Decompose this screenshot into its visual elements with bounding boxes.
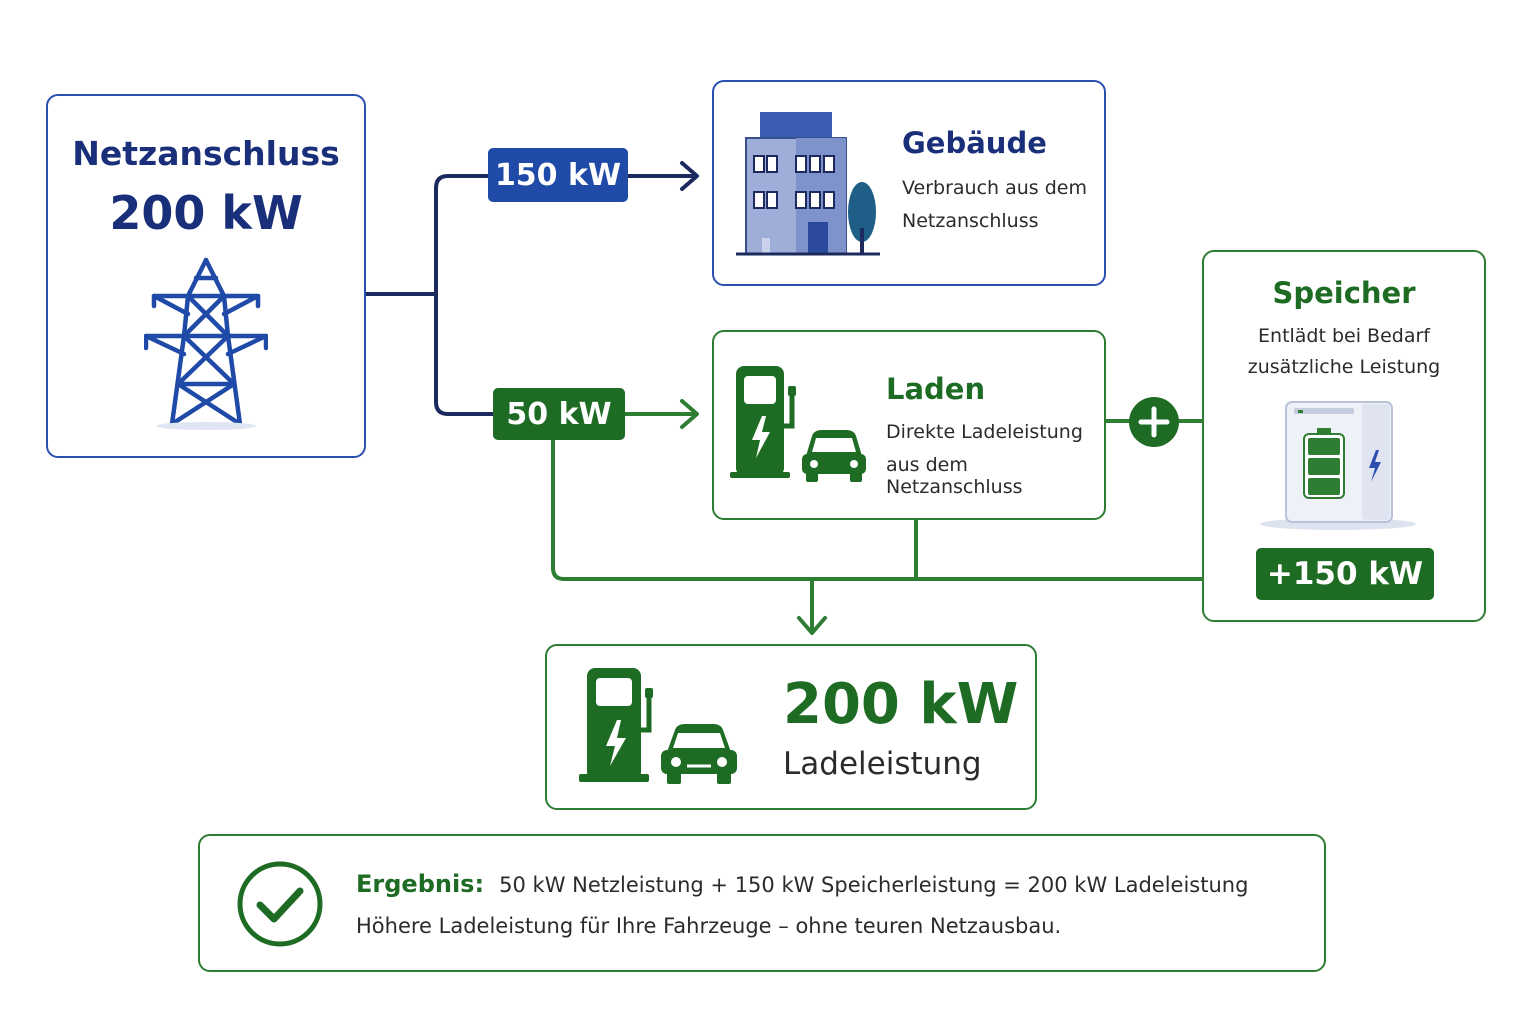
storage-card: Speicher Entlädt bei Bedarf zusätzliche … xyxy=(1202,250,1486,622)
plus-icon xyxy=(1129,397,1179,447)
check-circle-icon xyxy=(237,861,323,947)
total-value: 200 kW xyxy=(783,672,1019,737)
building-desc-line1: Verbrauch aus dem xyxy=(902,177,1087,199)
grid-connection-card: Netzanschluss 200 kW xyxy=(46,94,366,458)
total-label: Ladeleistung xyxy=(783,746,982,782)
flow-charging-badge: 50 kW xyxy=(493,388,625,440)
result-label: Ergebnis: xyxy=(356,870,485,898)
storage-title: Speicher xyxy=(1272,276,1416,310)
power-pylon-icon xyxy=(144,257,268,430)
building-title: Gebäude xyxy=(902,126,1047,160)
total-charging-card: 200 kW Ladeleistung xyxy=(545,644,1037,810)
result-subline: Höhere Ladeleistung für Ihre Fahrzeuge –… xyxy=(356,914,1062,938)
charging-station-car-icon xyxy=(730,366,866,482)
office-building-icon xyxy=(736,112,880,256)
building-desc-line2: Netzanschluss xyxy=(902,210,1039,232)
charging-card: Laden Direkte Ladeleistung aus dem Netza… xyxy=(712,330,1106,520)
grid-title: Netzanschluss xyxy=(72,134,340,173)
charging-station-car-icon xyxy=(579,668,737,784)
storage-desc-line2: zusätzliche Leistung xyxy=(1247,356,1441,378)
charging-desc-line2: aus dem Netzanschluss xyxy=(886,454,1023,498)
charging-desc-line1: Direkte Ladeleistung xyxy=(886,421,1083,443)
storage-value-badge: +150 kW xyxy=(1256,548,1434,600)
charging-title: Laden xyxy=(886,372,986,406)
flow-building-badge: 150 kW xyxy=(488,148,628,202)
building-card: Gebäude Verbrauch aus dem Netzanschluss xyxy=(712,80,1106,286)
result-line: Ergebnis: 50 kW Netzleistung + 150 kW Sp… xyxy=(356,870,1248,898)
storage-desc-line1: Entlädt bei Bedarf xyxy=(1258,325,1430,347)
battery-storage-icon xyxy=(1260,401,1416,530)
grid-value: 200 kW xyxy=(109,186,303,240)
result-card: Ergebnis: 50 kW Netzleistung + 150 kW Sp… xyxy=(198,834,1326,972)
result-formula: 50 kW Netzleistung + 150 kW Speicherleis… xyxy=(499,873,1249,897)
